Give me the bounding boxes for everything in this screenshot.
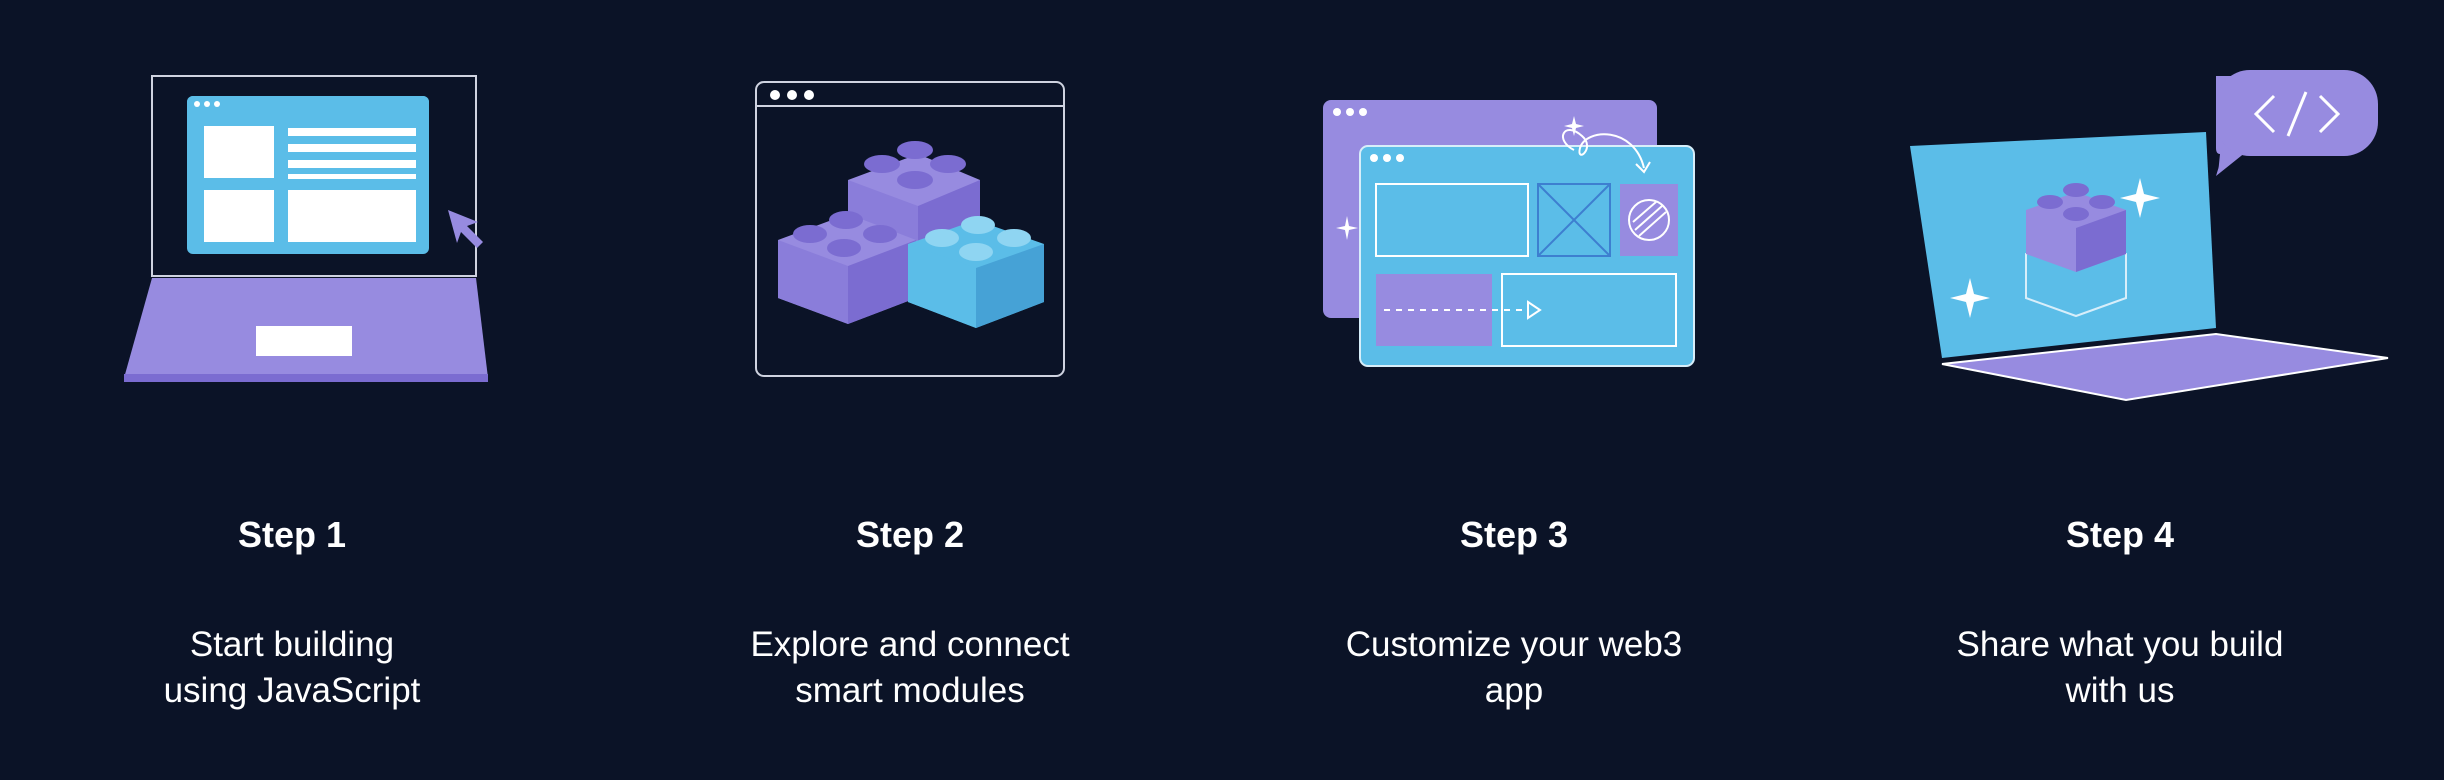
step-4: Step 4 Share what you build with us <box>1840 0 2400 780</box>
step-description: Explore and connect smart modules <box>750 625 1070 710</box>
step-title: Step 3 <box>1459 514 1569 555</box>
building-blocks-window-icon <box>755 81 1065 377</box>
step-title: Step 2 <box>855 514 965 555</box>
step-description: Customize your web3 app <box>1345 625 1683 710</box>
step-1: Step 1 Start building using JavaScript <box>12 0 572 780</box>
laptop-window-cursor-icon <box>124 75 488 382</box>
step-description: Start building using JavaScript <box>163 625 421 710</box>
step-description: Share what you build with us <box>1956 625 2284 710</box>
step-title: Step 1 <box>237 514 347 555</box>
step-title: Step 4 <box>2065 514 2175 555</box>
step-3: Step 3 Customize your web3 app <box>1234 0 1794 780</box>
layered-windows-icon <box>1323 100 1695 367</box>
laptop-code-bubble-icon <box>1910 70 2389 402</box>
step-2: Step 2 Explore and connect smart modules <box>630 0 1190 780</box>
